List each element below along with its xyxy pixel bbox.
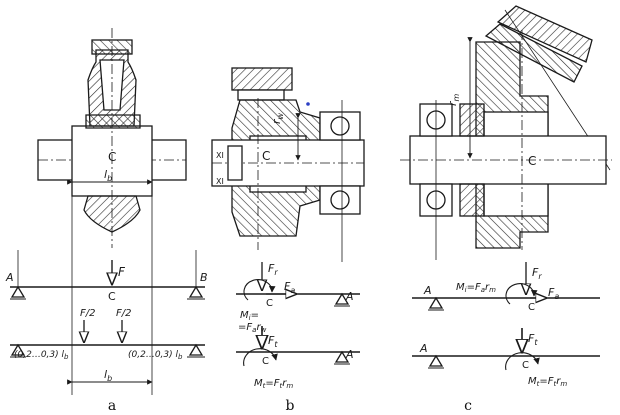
a-half-force-right: F/2 — [116, 308, 131, 319]
c-force-a: Fa — [548, 286, 559, 301]
c-force-r: Fr — [532, 266, 542, 281]
b-force-r: Fr — [268, 262, 278, 277]
a-half-force-left: F/2 — [80, 308, 95, 319]
b-point-c1: C — [266, 298, 273, 309]
a-dist-left: (0,2…0,3) lb — [14, 350, 69, 361]
c-moment-i: Mi=Farm — [456, 282, 496, 294]
caption-c: c — [464, 398, 472, 414]
b-force-a: Fa — [284, 280, 295, 295]
b-moment-t: Mt=Ftrm — [254, 378, 293, 390]
panel-c-labels: rm C Fr Fa A Mi=Farm C Ft A C Mt=Ftrm c — [419, 93, 567, 414]
b-point-c2: C — [262, 356, 269, 367]
panel-b-labels: rw C XI XI Fr Fa A Mi= =Farw C Ft A C Mt… — [216, 112, 354, 414]
c-point-c1: C — [528, 302, 535, 313]
caption-a: a — [108, 398, 116, 414]
b-section-2: XI — [216, 177, 224, 186]
caption-b: b — [286, 398, 295, 414]
ink-dot — [306, 102, 310, 106]
b-moment-i: Mi= — [240, 310, 259, 322]
c-support-1: A — [423, 284, 432, 297]
c-moment-t: Mt=Ftrm — [528, 376, 567, 388]
panel-c — [400, 5, 612, 371]
b-section-1: XI — [216, 151, 224, 160]
a-width-label: lb — [104, 168, 112, 183]
b-support-2: A — [345, 348, 354, 361]
c-force-t: Ft — [528, 332, 538, 347]
a-support-left: A — [5, 271, 14, 284]
c-radius-label: rm — [446, 93, 461, 106]
c-center-label: C — [528, 154, 536, 168]
a-bottom-width: lb — [104, 368, 112, 383]
a-dist-right: (0,2…0,3) lb — [128, 350, 183, 361]
a-support-right: B — [200, 271, 208, 284]
b-radius-label: rw — [270, 112, 285, 124]
a-center-label: C — [108, 150, 116, 164]
a-point-c: C — [108, 290, 116, 303]
b-center-label: C — [262, 149, 270, 163]
panel-a-labels: C lb F C A B F/2 F/2 (0,2…0,3) lb (0,2…0… — [5, 150, 208, 414]
a-force-label: F — [118, 265, 126, 279]
b-force-t: Ft — [268, 334, 278, 349]
b-moment-i-expr: =Farw — [238, 322, 267, 334]
b-support-1: A — [345, 290, 354, 303]
c-point-c2: C — [522, 360, 529, 371]
panel-b — [211, 67, 365, 367]
panel-a — [10, 28, 205, 395]
c-support-2: A — [419, 342, 428, 355]
